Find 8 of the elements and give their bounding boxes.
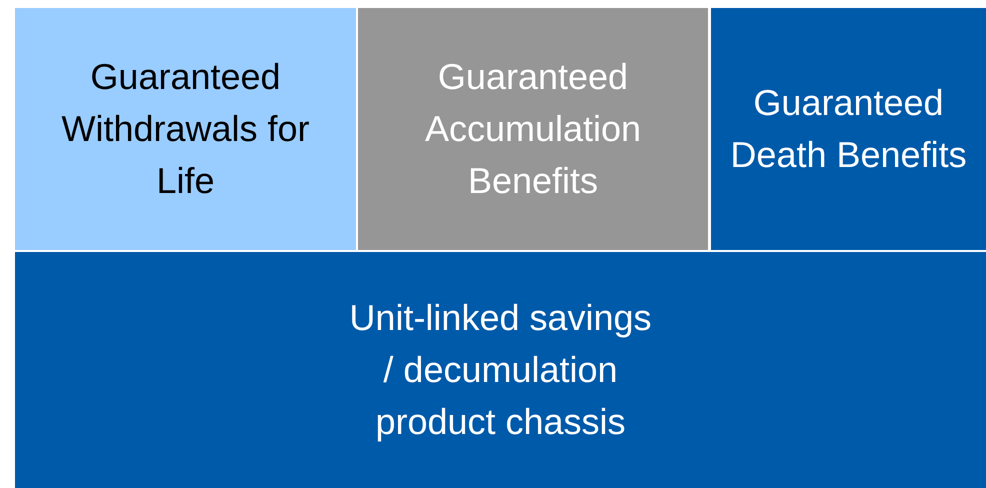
category-box xyxy=(711,8,986,250)
category-box xyxy=(15,252,986,488)
category-box xyxy=(358,8,708,250)
box-label: Guaranteed Withdrawals for Life xyxy=(60,55,311,203)
box-label: Unit-linked savings / decumulation product chassis xyxy=(348,296,653,444)
box-label: Guaranteed Accumulation Benefits xyxy=(424,55,642,203)
category-box xyxy=(15,8,356,250)
box-label: Guaranteed Death Benefits xyxy=(729,81,968,177)
